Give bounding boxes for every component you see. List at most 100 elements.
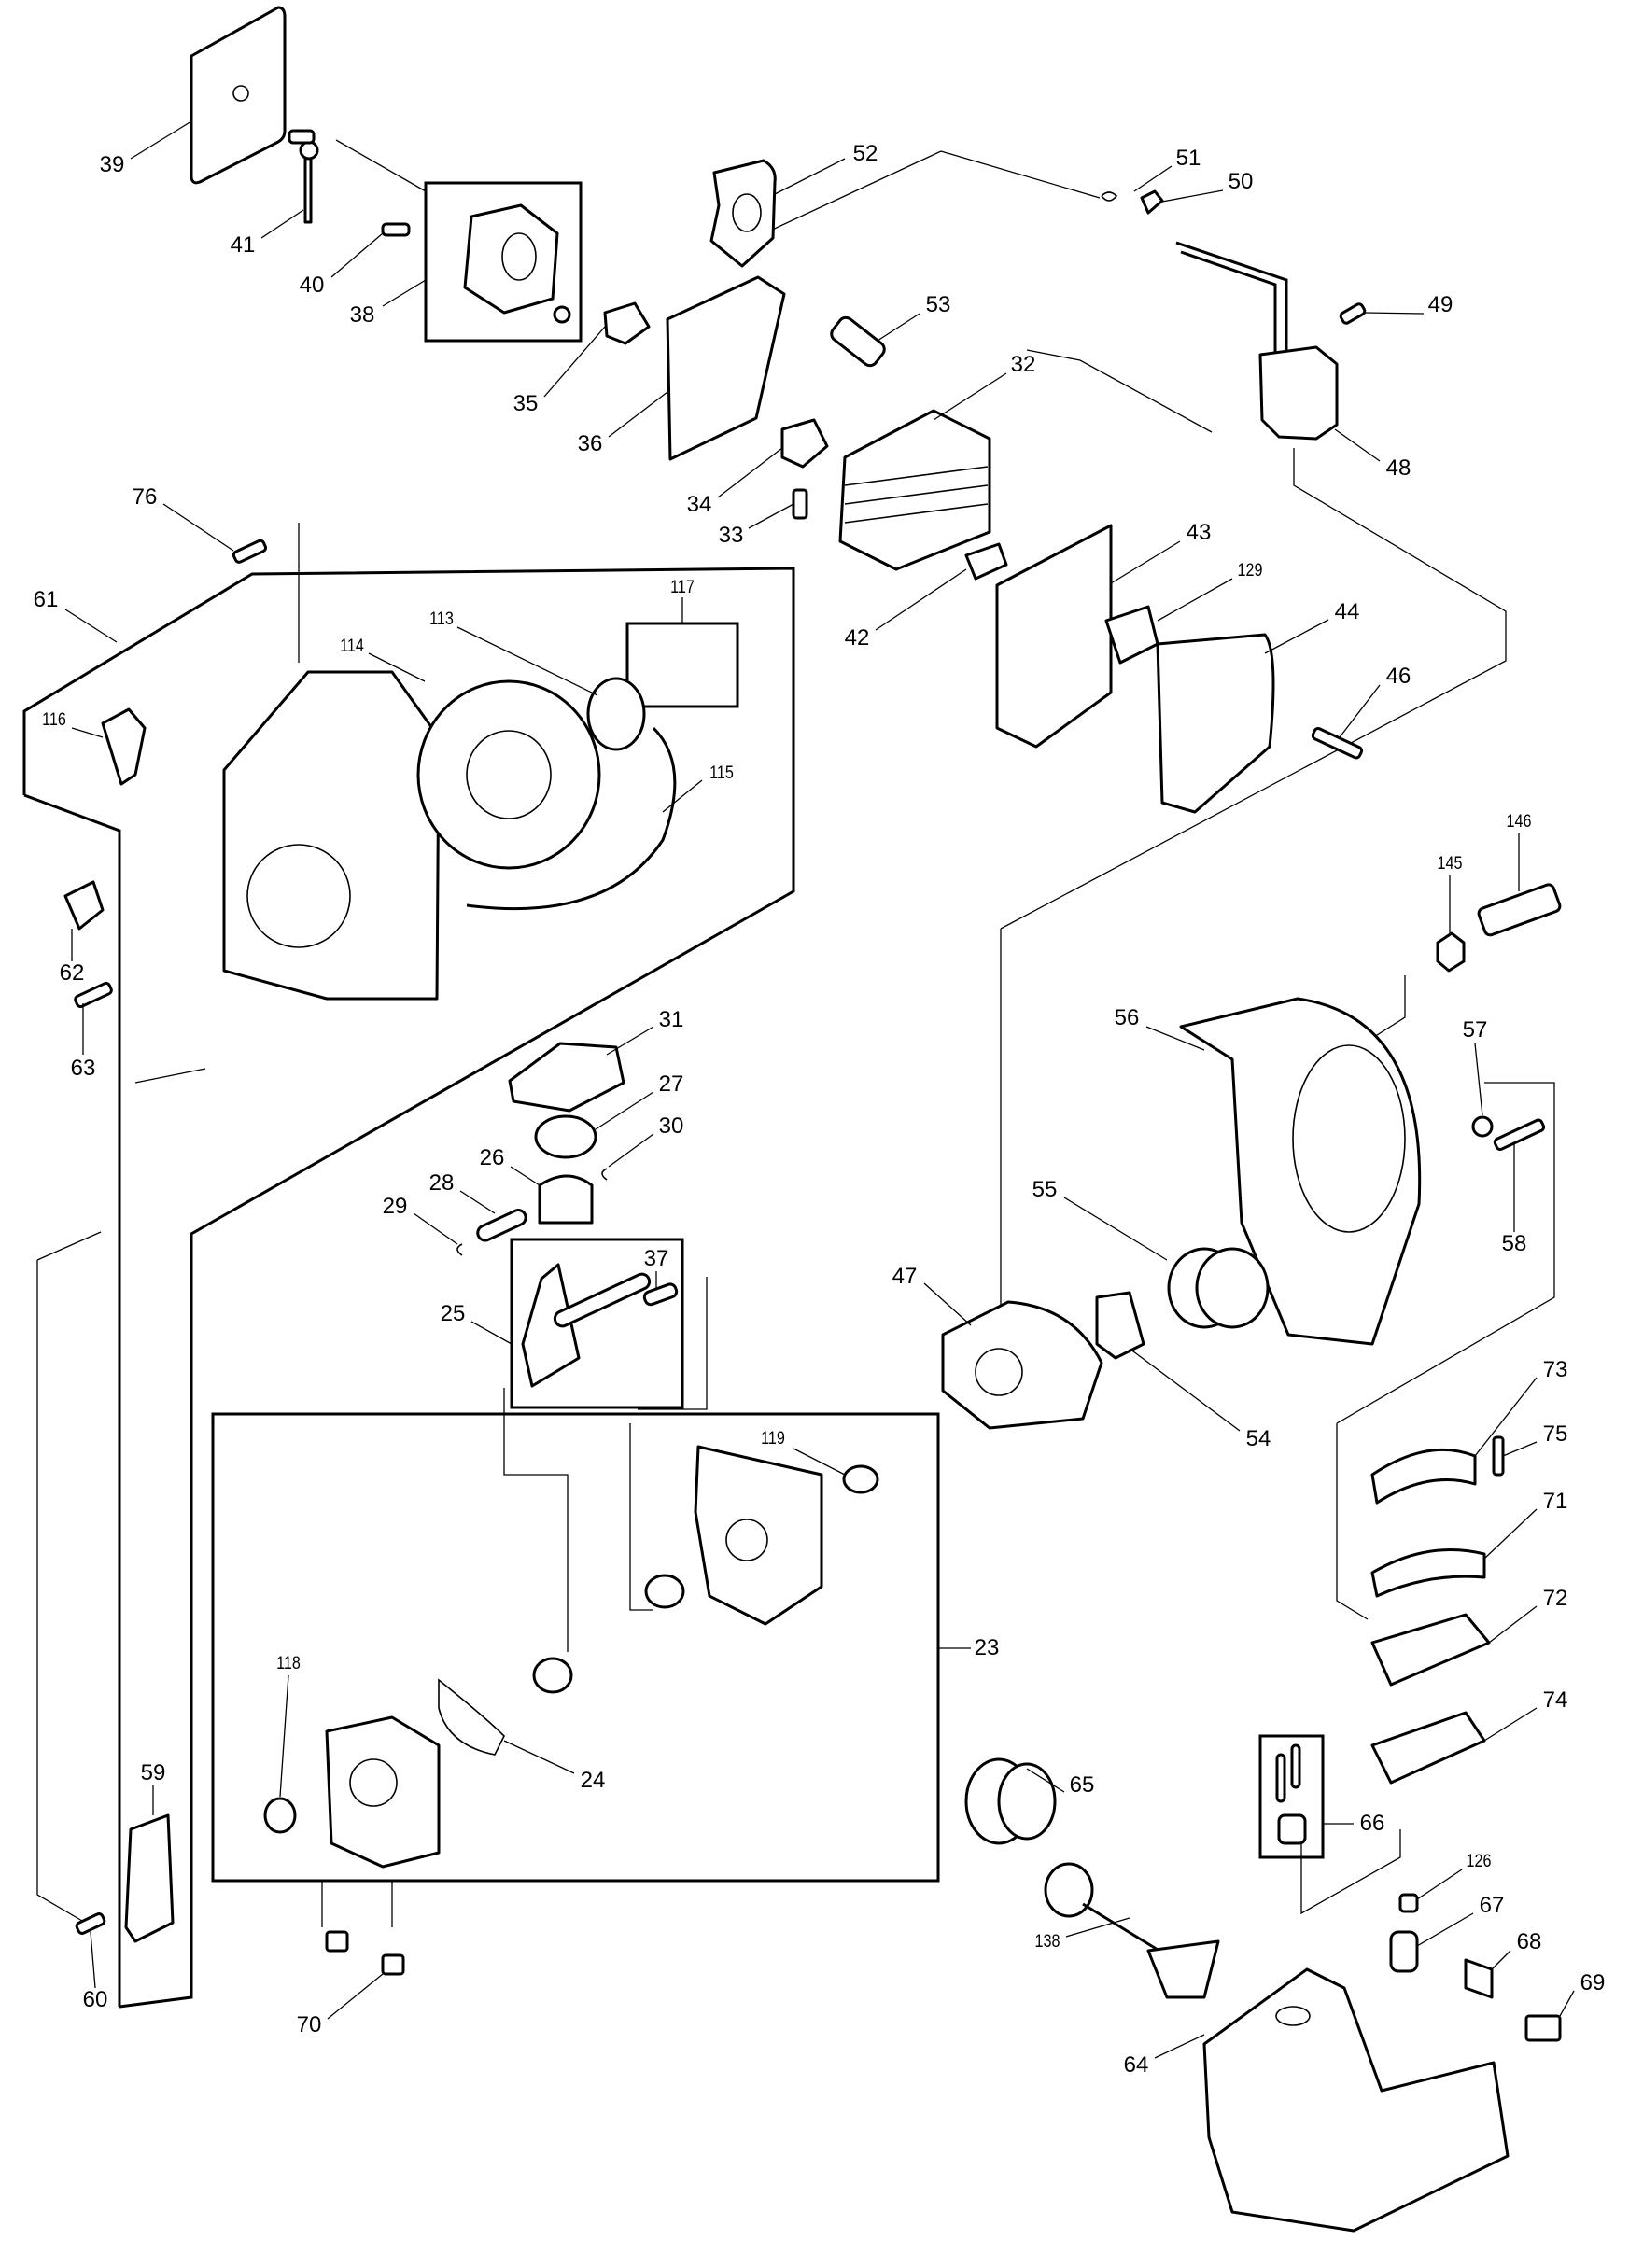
- heat-shield-36: [666, 275, 786, 461]
- fuel-strainer-138: [1044, 1862, 1220, 1999]
- clip-30: [601, 1168, 608, 1181]
- clip-51: [1101, 191, 1118, 202]
- part-label-67: 67: [1479, 1893, 1505, 1918]
- part-label-33: 33: [718, 523, 744, 548]
- crankshaft-25: [521, 1263, 652, 1388]
- part-label-47: 47: [892, 1264, 918, 1289]
- primer-62: [63, 880, 105, 931]
- bolt-58: [1493, 1118, 1546, 1152]
- clamp-71: [1370, 1548, 1486, 1598]
- insulator-52: [709, 159, 777, 268]
- part-label-35: 35: [513, 391, 539, 416]
- oil-seal-119: [842, 1464, 879, 1494]
- part-label-43: 43: [1186, 520, 1212, 545]
- gasket-24: [438, 1678, 505, 1756]
- part-label-48: 48: [1385, 455, 1411, 481]
- bolt-146: [1477, 883, 1562, 937]
- part-label-50: 50: [1228, 169, 1254, 194]
- part-label-41: 41: [230, 232, 256, 258]
- breather-pipe-41: [288, 129, 319, 224]
- part-label-115: 115: [709, 763, 734, 783]
- muffler-part-129: [1104, 605, 1159, 665]
- clamp-74: [1370, 1711, 1486, 1785]
- handle-116: [101, 707, 147, 786]
- carburetor-38: [463, 203, 571, 324]
- cushion-70a: [325, 1930, 349, 1953]
- part-label-40: 40: [299, 273, 325, 298]
- bearing-right: [644, 1574, 685, 1609]
- part-label-117: 117: [670, 578, 695, 597]
- screw-60: [75, 1912, 106, 1935]
- clamp-73: [1370, 1448, 1477, 1505]
- part-label-64: 64: [1123, 2052, 1149, 2078]
- part-label-76: 76: [132, 484, 158, 510]
- pin-37: [642, 1282, 679, 1307]
- fuel-pipe-set-66: [1275, 1743, 1307, 1845]
- part-label-71: 71: [1542, 1489, 1568, 1514]
- oil-seal-118: [263, 1797, 297, 1834]
- part-label-52: 52: [852, 141, 878, 166]
- part-label-44: 44: [1334, 599, 1360, 624]
- part-label-114: 114: [340, 637, 364, 656]
- part-label-24: 24: [580, 1768, 606, 1793]
- part-label-32: 32: [1010, 352, 1036, 377]
- part-label-34: 34: [686, 492, 712, 517]
- starter-rope-115: [466, 726, 677, 911]
- plate-68: [1464, 1958, 1494, 1999]
- gasket-34: [780, 418, 829, 469]
- part-label-26: 26: [479, 1145, 505, 1170]
- part-label-25: 25: [440, 1301, 466, 1326]
- fuel-tank-64: [1202, 1967, 1510, 2233]
- part-label-113: 113: [429, 609, 454, 629]
- clip-29: [456, 1243, 463, 1256]
- screw-76: [232, 539, 268, 564]
- bolt-46: [1311, 726, 1364, 760]
- part-label-49: 49: [1427, 292, 1453, 317]
- gasket-31: [508, 1042, 625, 1113]
- part-label-55: 55: [1032, 1177, 1058, 1202]
- part-label-30: 30: [658, 1113, 684, 1139]
- muffler-44: [1156, 633, 1275, 814]
- part-label-69: 69: [1580, 1970, 1606, 1995]
- carburetor-box: [424, 181, 583, 343]
- part-label-66: 66: [1359, 1811, 1385, 1836]
- part-label-23: 23: [974, 1635, 1000, 1660]
- grommet-126: [1398, 1893, 1419, 1913]
- part-label-70: 70: [296, 2012, 322, 2037]
- part-label-72: 72: [1542, 1586, 1568, 1611]
- part-label-145: 145: [1437, 854, 1463, 874]
- part-label-29: 29: [382, 1194, 408, 1219]
- fuel-filter-67: [1389, 1930, 1419, 1973]
- part-label-138: 138: [1034, 1932, 1060, 1952]
- part-label-60: 60: [82, 1987, 108, 2012]
- washer-57: [1471, 1115, 1494, 1138]
- part-label-51: 51: [1175, 146, 1201, 171]
- part-label-53: 53: [925, 292, 951, 317]
- part-label-42: 42: [844, 625, 870, 651]
- part-label-56: 56: [1114, 1005, 1140, 1030]
- bolt-75: [1492, 1435, 1505, 1477]
- starter-case-61: [222, 670, 441, 1001]
- part-label-62: 62: [59, 960, 85, 986]
- part-label-118: 118: [276, 1654, 301, 1673]
- clamp-72: [1370, 1613, 1491, 1687]
- crankcase-half-right: [694, 1445, 823, 1626]
- part-label-37: 37: [643, 1246, 669, 1271]
- part-label-31: 31: [658, 1007, 684, 1032]
- nut-bolt-box-117: [625, 622, 739, 708]
- part-label-126: 126: [1466, 1852, 1492, 1871]
- nut-145: [1436, 931, 1466, 973]
- flywheel-47: [941, 1300, 1103, 1430]
- clutch-drum-55: [1167, 1247, 1270, 1329]
- nut-50: [1140, 189, 1164, 215]
- bolt-33: [792, 488, 808, 520]
- part-label-39: 39: [99, 152, 125, 177]
- part-label-59: 59: [140, 1760, 166, 1785]
- fan-housing-56: [1179, 997, 1422, 1346]
- screw-63: [74, 981, 113, 1009]
- part-label-74: 74: [1542, 1687, 1568, 1713]
- part-label-27: 27: [658, 1071, 684, 1097]
- cap-69: [1524, 2014, 1562, 2042]
- pulley-113: [586, 677, 646, 751]
